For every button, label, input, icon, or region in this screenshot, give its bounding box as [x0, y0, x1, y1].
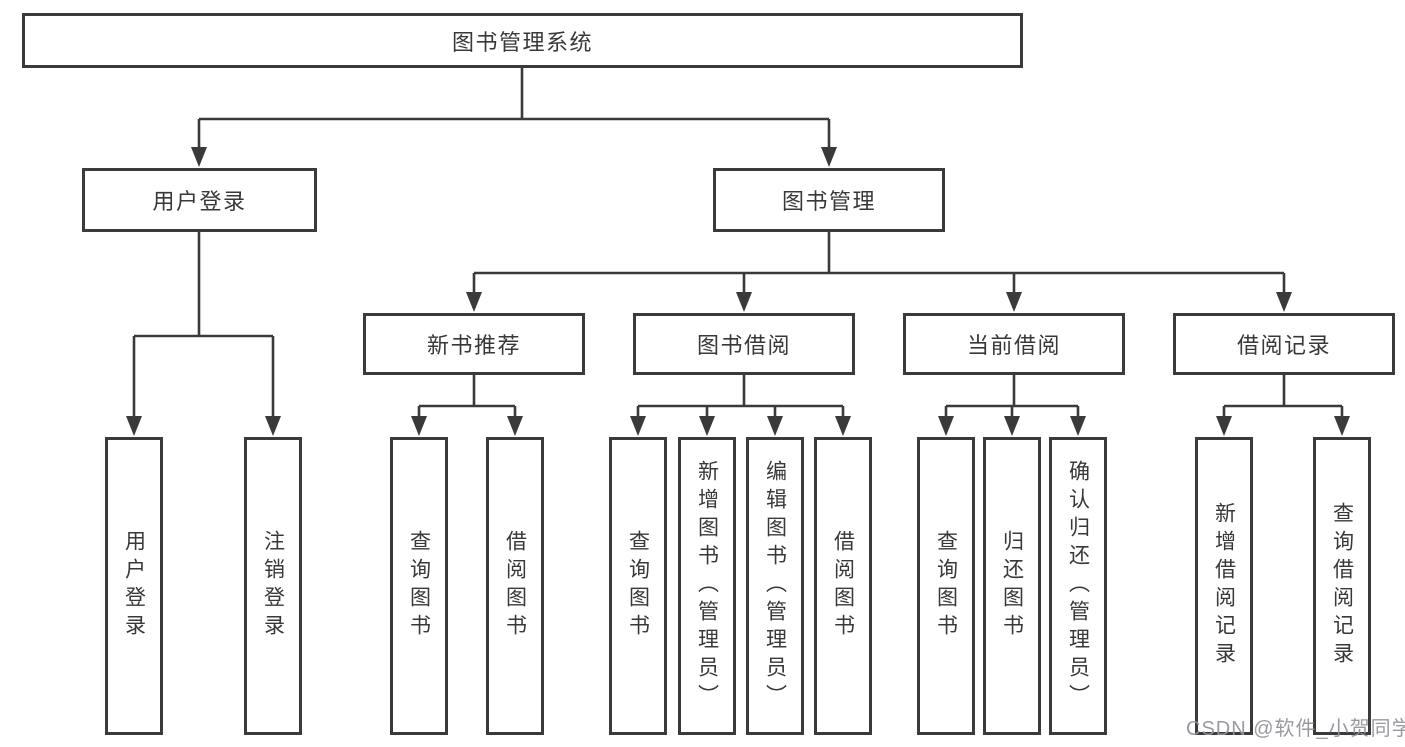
arrow-head — [1004, 416, 1020, 436]
leaf-label: 归还图书 — [1000, 530, 1024, 642]
arrow-head — [1070, 416, 1086, 436]
leaf-borrow-books: 借阅图书 — [814, 437, 872, 735]
leaf-return-books: 归还图书 — [983, 437, 1041, 735]
arrow-head — [767, 416, 783, 436]
arrow-head — [507, 416, 523, 436]
leaf-borrow-query-books: 查询图书 — [609, 437, 667, 735]
leaf-label: 用户登录 — [122, 530, 146, 642]
leaf-label: 新增借阅记录 — [1212, 502, 1236, 670]
leaf-label: 查询图书 — [934, 530, 958, 642]
leaf-add-borrow-record: 新增借阅记录 — [1195, 437, 1253, 735]
arrow-head — [1334, 416, 1350, 436]
leaf-logout: 注销登录 — [244, 437, 302, 735]
node-label: 借阅记录 — [1236, 333, 1331, 358]
leaf-label: 新增图书（管理员） — [695, 460, 719, 712]
connector-line — [197, 68, 831, 147]
node-label: 当前借阅 — [966, 333, 1061, 358]
arrow-head — [736, 292, 752, 312]
leaf-user-login: 用户登录 — [105, 437, 163, 735]
node-book-management: 图书管理 — [713, 168, 945, 232]
node-label: 图书管理 — [781, 189, 876, 214]
arrow-head — [630, 416, 646, 436]
node-label: 图书借阅 — [696, 333, 791, 358]
leaf-recommend-borrow-books: 借阅图书 — [486, 437, 544, 735]
leaf-label: 借阅图书 — [831, 530, 855, 642]
leaf-query-borrow-record: 查询借阅记录 — [1313, 437, 1371, 735]
arrow-head — [1276, 292, 1292, 312]
connector-line — [944, 375, 1080, 416]
node-current-borrow: 当前借阅 — [903, 313, 1125, 375]
node-user-login: 用户登录 — [82, 168, 317, 232]
node-library-system: 图书管理系统 — [22, 13, 1023, 68]
leaf-label: 编辑图书（管理员） — [763, 460, 787, 712]
connector-line — [636, 375, 845, 416]
leaf-label: 注销登录 — [261, 530, 285, 642]
leaf-recommend-query-books: 查询图书 — [390, 437, 448, 735]
node-label: 用户登录 — [152, 189, 247, 214]
arrow-head — [835, 416, 851, 436]
node-new-book-recommend: 新书推荐 — [363, 313, 585, 375]
node-label: 新书推荐 — [426, 333, 521, 358]
arrow-head — [699, 416, 715, 436]
node-label: 图书管理系统 — [451, 29, 593, 55]
leaf-label: 查询借阅记录 — [1330, 502, 1354, 670]
connector-line — [132, 232, 275, 416]
node-book-borrow: 图书借阅 — [633, 313, 855, 375]
arrow-head — [411, 416, 427, 436]
leaf-add-books-admin: 新增图书（管理员） — [678, 437, 736, 735]
arrow-head — [821, 147, 837, 167]
leaf-edit-books-admin: 编辑图书（管理员） — [746, 437, 804, 735]
csdn-watermark: CSDN @软件_小贺同学 — [1186, 718, 1405, 740]
arrow-head — [126, 416, 142, 436]
leaf-label: 查询图书 — [626, 530, 650, 642]
connector-line — [1222, 375, 1344, 416]
leaf-label: 借阅图书 — [503, 530, 527, 642]
arrow-head — [466, 292, 482, 312]
arrow-head — [938, 416, 954, 436]
arrow-head — [265, 416, 281, 436]
arrow-head — [191, 147, 207, 167]
leaf-label: 确认归还（管理员） — [1066, 460, 1090, 712]
node-borrow-records: 借阅记录 — [1173, 313, 1395, 375]
leaf-label: 查询图书 — [407, 530, 431, 642]
leaf-confirm-return-admin: 确认归还（管理员） — [1049, 437, 1107, 735]
connector-line — [417, 375, 517, 416]
leaf-current-query-books: 查询图书 — [917, 437, 975, 735]
arrow-head — [1006, 292, 1022, 312]
connector-line — [472, 232, 1286, 292]
arrow-head — [1216, 416, 1232, 436]
